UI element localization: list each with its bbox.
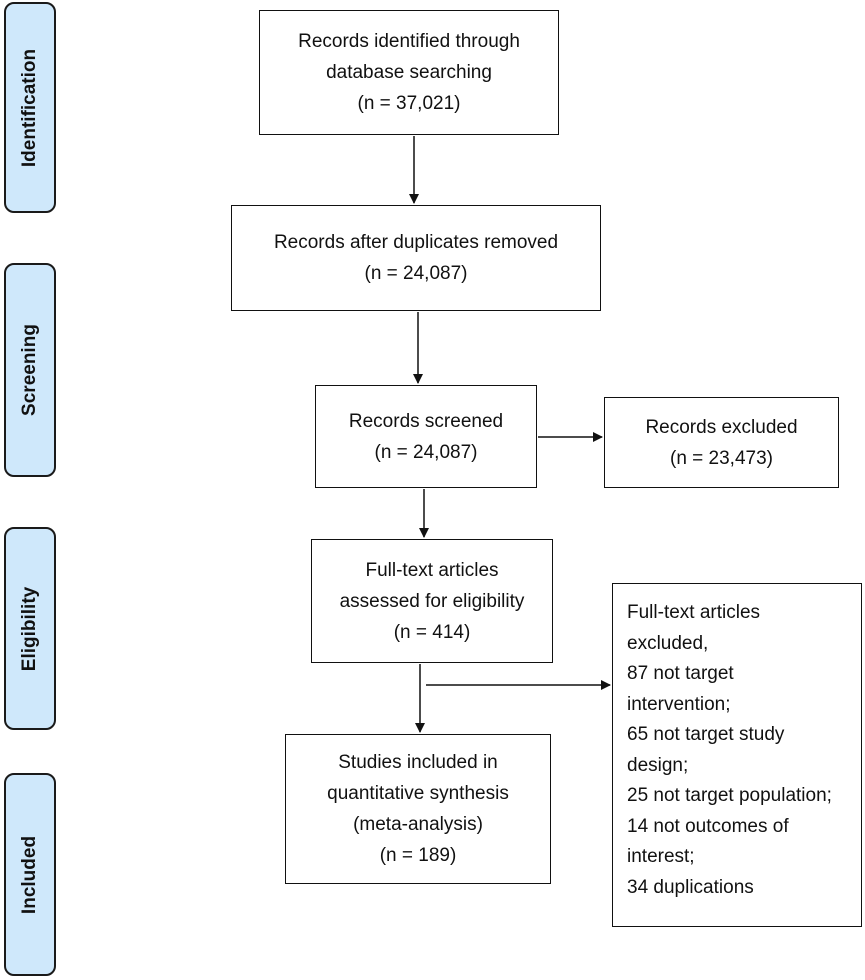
box-line: (meta-analysis) — [353, 814, 483, 835]
box-line: Records excluded — [645, 416, 798, 438]
box-line: 34 duplications — [627, 876, 754, 898]
box-line: Records after duplicates removed — [273, 232, 559, 253]
box-line: 65 not target study — [627, 724, 785, 745]
box-fulltext-excluded: Full-text articles excluded, 87 not targ… — [612, 583, 862, 927]
box-line: 14 not outcomes of — [627, 815, 789, 837]
box-line: database searching — [326, 62, 492, 83]
box-line: Full-text articles — [627, 602, 761, 623]
box-line: excluded, — [627, 632, 709, 654]
box-line: intervention; — [627, 693, 731, 715]
box-line: assessed for eligibility — [339, 590, 525, 612]
box-line: (n = 414) — [393, 621, 471, 643]
stage-screening: Screening — [4, 263, 56, 477]
box-line: design; — [627, 754, 689, 776]
box-line: Records identified through — [298, 31, 520, 52]
box-line: 25 not target population; — [627, 785, 832, 806]
box-line: (n = 23,473) — [670, 447, 773, 469]
box-line: Records screened — [348, 410, 504, 432]
box-line: (n = 24,087) — [374, 441, 478, 463]
box-records-excluded: Records excluded (n = 23,473) — [604, 397, 839, 488]
box-records-screened: Records screened (n = 24,087) — [315, 385, 537, 488]
stage-identification: Identification — [4, 2, 56, 213]
stage-included: Included — [4, 773, 56, 976]
box-line: Studies included in — [338, 752, 498, 773]
box-line: 87 not target — [627, 663, 734, 684]
box-records-deduplicated: Records after duplicates removed (n = 24… — [231, 205, 601, 311]
box-line: (n = 189) — [379, 845, 457, 866]
box-line: (n = 37,021) — [357, 93, 461, 114]
box-line: quantitative synthesis — [327, 783, 509, 804]
box-studies-included: Studies included in quantitative synthes… — [285, 734, 551, 884]
stage-eligibility: Eligibility — [4, 527, 56, 730]
box-line: interest; — [627, 846, 695, 867]
box-records-identified: Records identified through database sear… — [259, 10, 559, 135]
box-fulltext-assessed: Full-text articles assessed for eligibil… — [311, 539, 553, 663]
box-line: (n = 24,087) — [364, 263, 468, 284]
box-line: Full-text articles — [365, 559, 499, 581]
